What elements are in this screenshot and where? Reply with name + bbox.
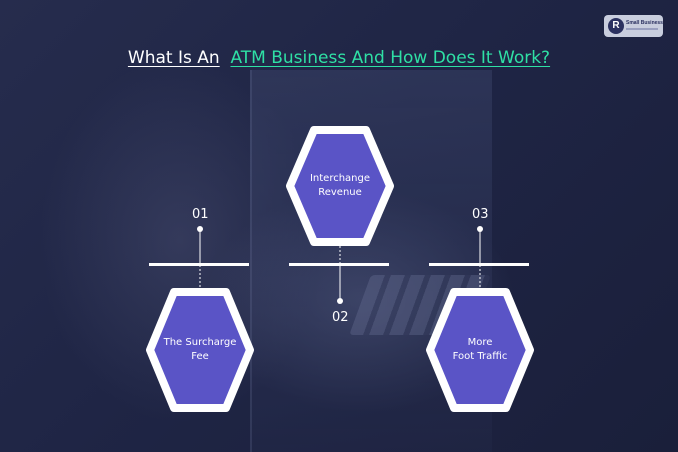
step-3-number: 03 bbox=[472, 207, 489, 222]
step-3-label-line-2: Foot Traffic bbox=[452, 351, 508, 362]
step-2-label: Interchange Revenue bbox=[300, 172, 380, 200]
logo-underline bbox=[626, 28, 658, 30]
step-2-bar bbox=[289, 263, 389, 266]
step-3-connector bbox=[477, 226, 483, 296]
title-part-1: What Is An bbox=[127, 48, 220, 68]
step-2-connector bbox=[337, 242, 343, 304]
r-badge-icon: R bbox=[608, 18, 624, 34]
step-2-label-line-1: Interchange bbox=[309, 173, 371, 184]
step-1-label-line-1: The Surcharge bbox=[163, 337, 237, 348]
step-1-label: The Surcharge Fee bbox=[160, 336, 240, 364]
logo: R Small Business bbox=[604, 15, 663, 37]
page-title: What Is An ATM Business And How Does It … bbox=[0, 48, 678, 68]
step-3-label: More Foot Traffic bbox=[440, 336, 520, 364]
step-1-bar bbox=[149, 263, 249, 266]
logo-text: Small Business bbox=[626, 20, 663, 26]
step-2-label-line-2: Revenue bbox=[318, 187, 362, 198]
step-2-number: 02 bbox=[332, 310, 349, 325]
step-2-hexagon bbox=[286, 126, 394, 246]
step-1-hexagon bbox=[146, 288, 254, 412]
step-3-label-line-1: More bbox=[467, 337, 493, 348]
step-1-connector bbox=[197, 226, 203, 296]
step-1-number: 01 bbox=[192, 207, 209, 222]
step-3-hexagon bbox=[426, 288, 534, 412]
step-1-label-line-2: Fee bbox=[191, 351, 209, 362]
title-part-2: ATM Business And How Does It Work? bbox=[230, 48, 551, 68]
step-3-bar bbox=[429, 263, 529, 266]
